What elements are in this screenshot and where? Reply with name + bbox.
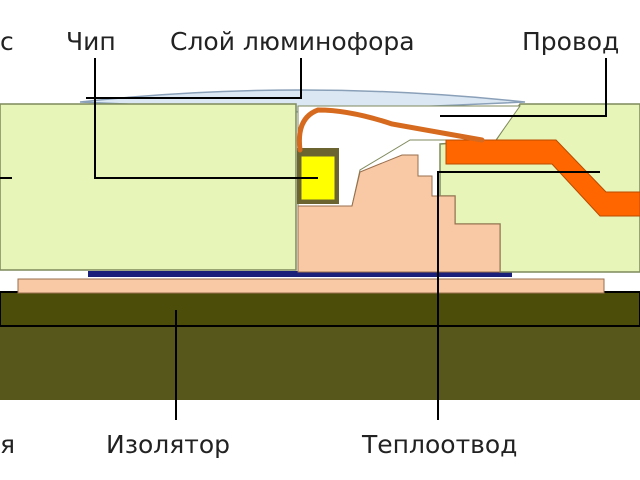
heat-sink-leader-line	[437, 171, 600, 420]
left-housing	[0, 103, 297, 271]
heat-sink-label: Теплоотвод	[361, 430, 517, 459]
phosphor-leader-line	[86, 58, 302, 99]
heat-sink-block	[297, 154, 501, 273]
bottom-heat-plate	[17, 278, 605, 294]
wire-lead	[445, 139, 640, 217]
wire-leader-line	[440, 58, 607, 117]
chip-label: Чип	[66, 27, 116, 56]
wire-label: Провод	[522, 27, 619, 56]
bottom-left-cut-label: я	[0, 430, 15, 459]
insulator-band	[0, 291, 640, 327]
bond-wire	[296, 107, 485, 153]
base-plate	[0, 320, 640, 400]
insulator-label: Изолятор	[106, 430, 230, 459]
electrode-strip	[88, 271, 512, 277]
phosphor-layer-label: Слой люминофора	[170, 27, 415, 56]
top-left-cut-label: с	[0, 27, 14, 56]
